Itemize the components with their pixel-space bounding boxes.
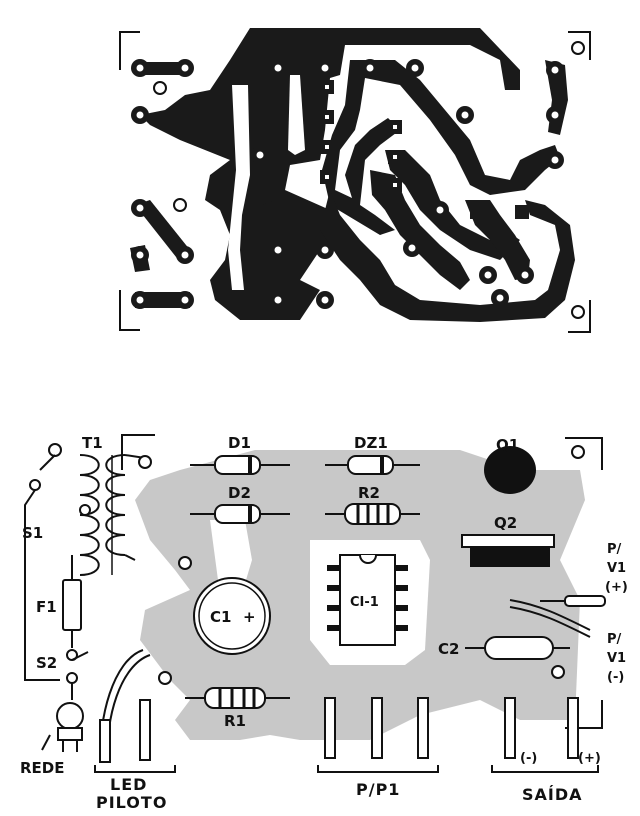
capacitor-c1 bbox=[193, 577, 271, 655]
label-dz1: DZ1 bbox=[354, 434, 388, 452]
label-pp1: P/P1 bbox=[356, 780, 400, 799]
corner-mark bbox=[119, 31, 140, 70]
trace bbox=[385, 150, 520, 260]
led-piloto bbox=[94, 649, 176, 773]
corner-mark bbox=[568, 300, 591, 333]
label-pv1-minus-c: (-) bbox=[607, 670, 624, 685]
label-r1: R1 bbox=[224, 712, 246, 730]
transistor-q2 bbox=[461, 534, 555, 567]
component-layout bbox=[24, 434, 606, 773]
mounting-hole bbox=[178, 556, 192, 570]
resistor-r2 bbox=[325, 503, 420, 525]
fuse-f1 bbox=[62, 555, 82, 661]
trace bbox=[322, 60, 560, 235]
transistor-q1 bbox=[484, 446, 536, 494]
trace bbox=[135, 200, 190, 262]
label-pv1-plus-b: V1 bbox=[607, 561, 626, 576]
label-ci1: CI-1 bbox=[350, 595, 379, 610]
corner-mark bbox=[119, 290, 140, 331]
trace bbox=[465, 200, 530, 280]
label-s2: S2 bbox=[36, 654, 57, 672]
label-c1-plus: + bbox=[243, 608, 256, 626]
label-f1: F1 bbox=[36, 598, 57, 616]
label-saida-minus: (-) bbox=[520, 751, 537, 766]
labels: T1 S1 F1 S2 REDE LED PILOTO D1 D2 DZ1 R2… bbox=[20, 434, 628, 812]
terminals-saida bbox=[491, 697, 599, 773]
switch-s2 bbox=[66, 651, 89, 700]
label-d2: D2 bbox=[228, 484, 251, 502]
mounting-hole bbox=[173, 198, 187, 212]
mounting-hole bbox=[571, 445, 585, 459]
label-saida: SAÍDA bbox=[522, 785, 583, 804]
label-t1: T1 bbox=[82, 434, 103, 452]
trace bbox=[135, 292, 190, 308]
trace bbox=[320, 190, 575, 322]
label-saida-plus: (+) bbox=[578, 751, 601, 766]
trace bbox=[370, 170, 470, 290]
pv1-wires bbox=[509, 595, 606, 638]
mounting-hole bbox=[153, 81, 167, 95]
copper-layout bbox=[119, 28, 591, 333]
label-c2: C2 bbox=[438, 640, 459, 658]
label-led: LED bbox=[110, 775, 147, 794]
label-pv1-plus-a: P/ bbox=[607, 542, 622, 557]
pads bbox=[131, 59, 564, 309]
label-rede: REDE bbox=[20, 759, 65, 777]
label-pv1-minus-a: P/ bbox=[607, 632, 622, 647]
mounting-hole bbox=[158, 671, 172, 685]
mounting-hole bbox=[551, 665, 565, 679]
ground-cutout bbox=[288, 75, 305, 155]
label-pv1-plus-c: (+) bbox=[605, 580, 628, 595]
label-q2: Q2 bbox=[494, 514, 517, 532]
ground-cutout bbox=[228, 85, 250, 290]
label-d1: D1 bbox=[228, 434, 251, 452]
corner-mark bbox=[121, 434, 155, 470]
label-r2: R2 bbox=[358, 484, 380, 502]
terminals-pp1 bbox=[317, 697, 439, 773]
label-q1: Q1 bbox=[496, 436, 519, 454]
label-piloto: PILOTO bbox=[96, 793, 167, 812]
label-s1: S1 bbox=[22, 524, 43, 542]
capacitor-c2 bbox=[465, 636, 570, 660]
mounting-hole bbox=[571, 41, 585, 55]
corner-mark bbox=[568, 31, 591, 60]
trace bbox=[135, 62, 190, 75]
corner-mark bbox=[565, 437, 603, 470]
diode-d2 bbox=[190, 504, 290, 524]
diode-d1 bbox=[190, 455, 290, 475]
resistor-r1 bbox=[185, 687, 290, 709]
ic-ci1 bbox=[327, 554, 408, 646]
plug-rede bbox=[41, 702, 84, 752]
transformer-t1 bbox=[24, 443, 152, 681]
label-pv1-minus-b: V1 bbox=[607, 651, 626, 666]
label-c1: C1 bbox=[210, 608, 231, 626]
zener-dz1 bbox=[325, 455, 420, 475]
mounting-hole bbox=[571, 305, 585, 319]
